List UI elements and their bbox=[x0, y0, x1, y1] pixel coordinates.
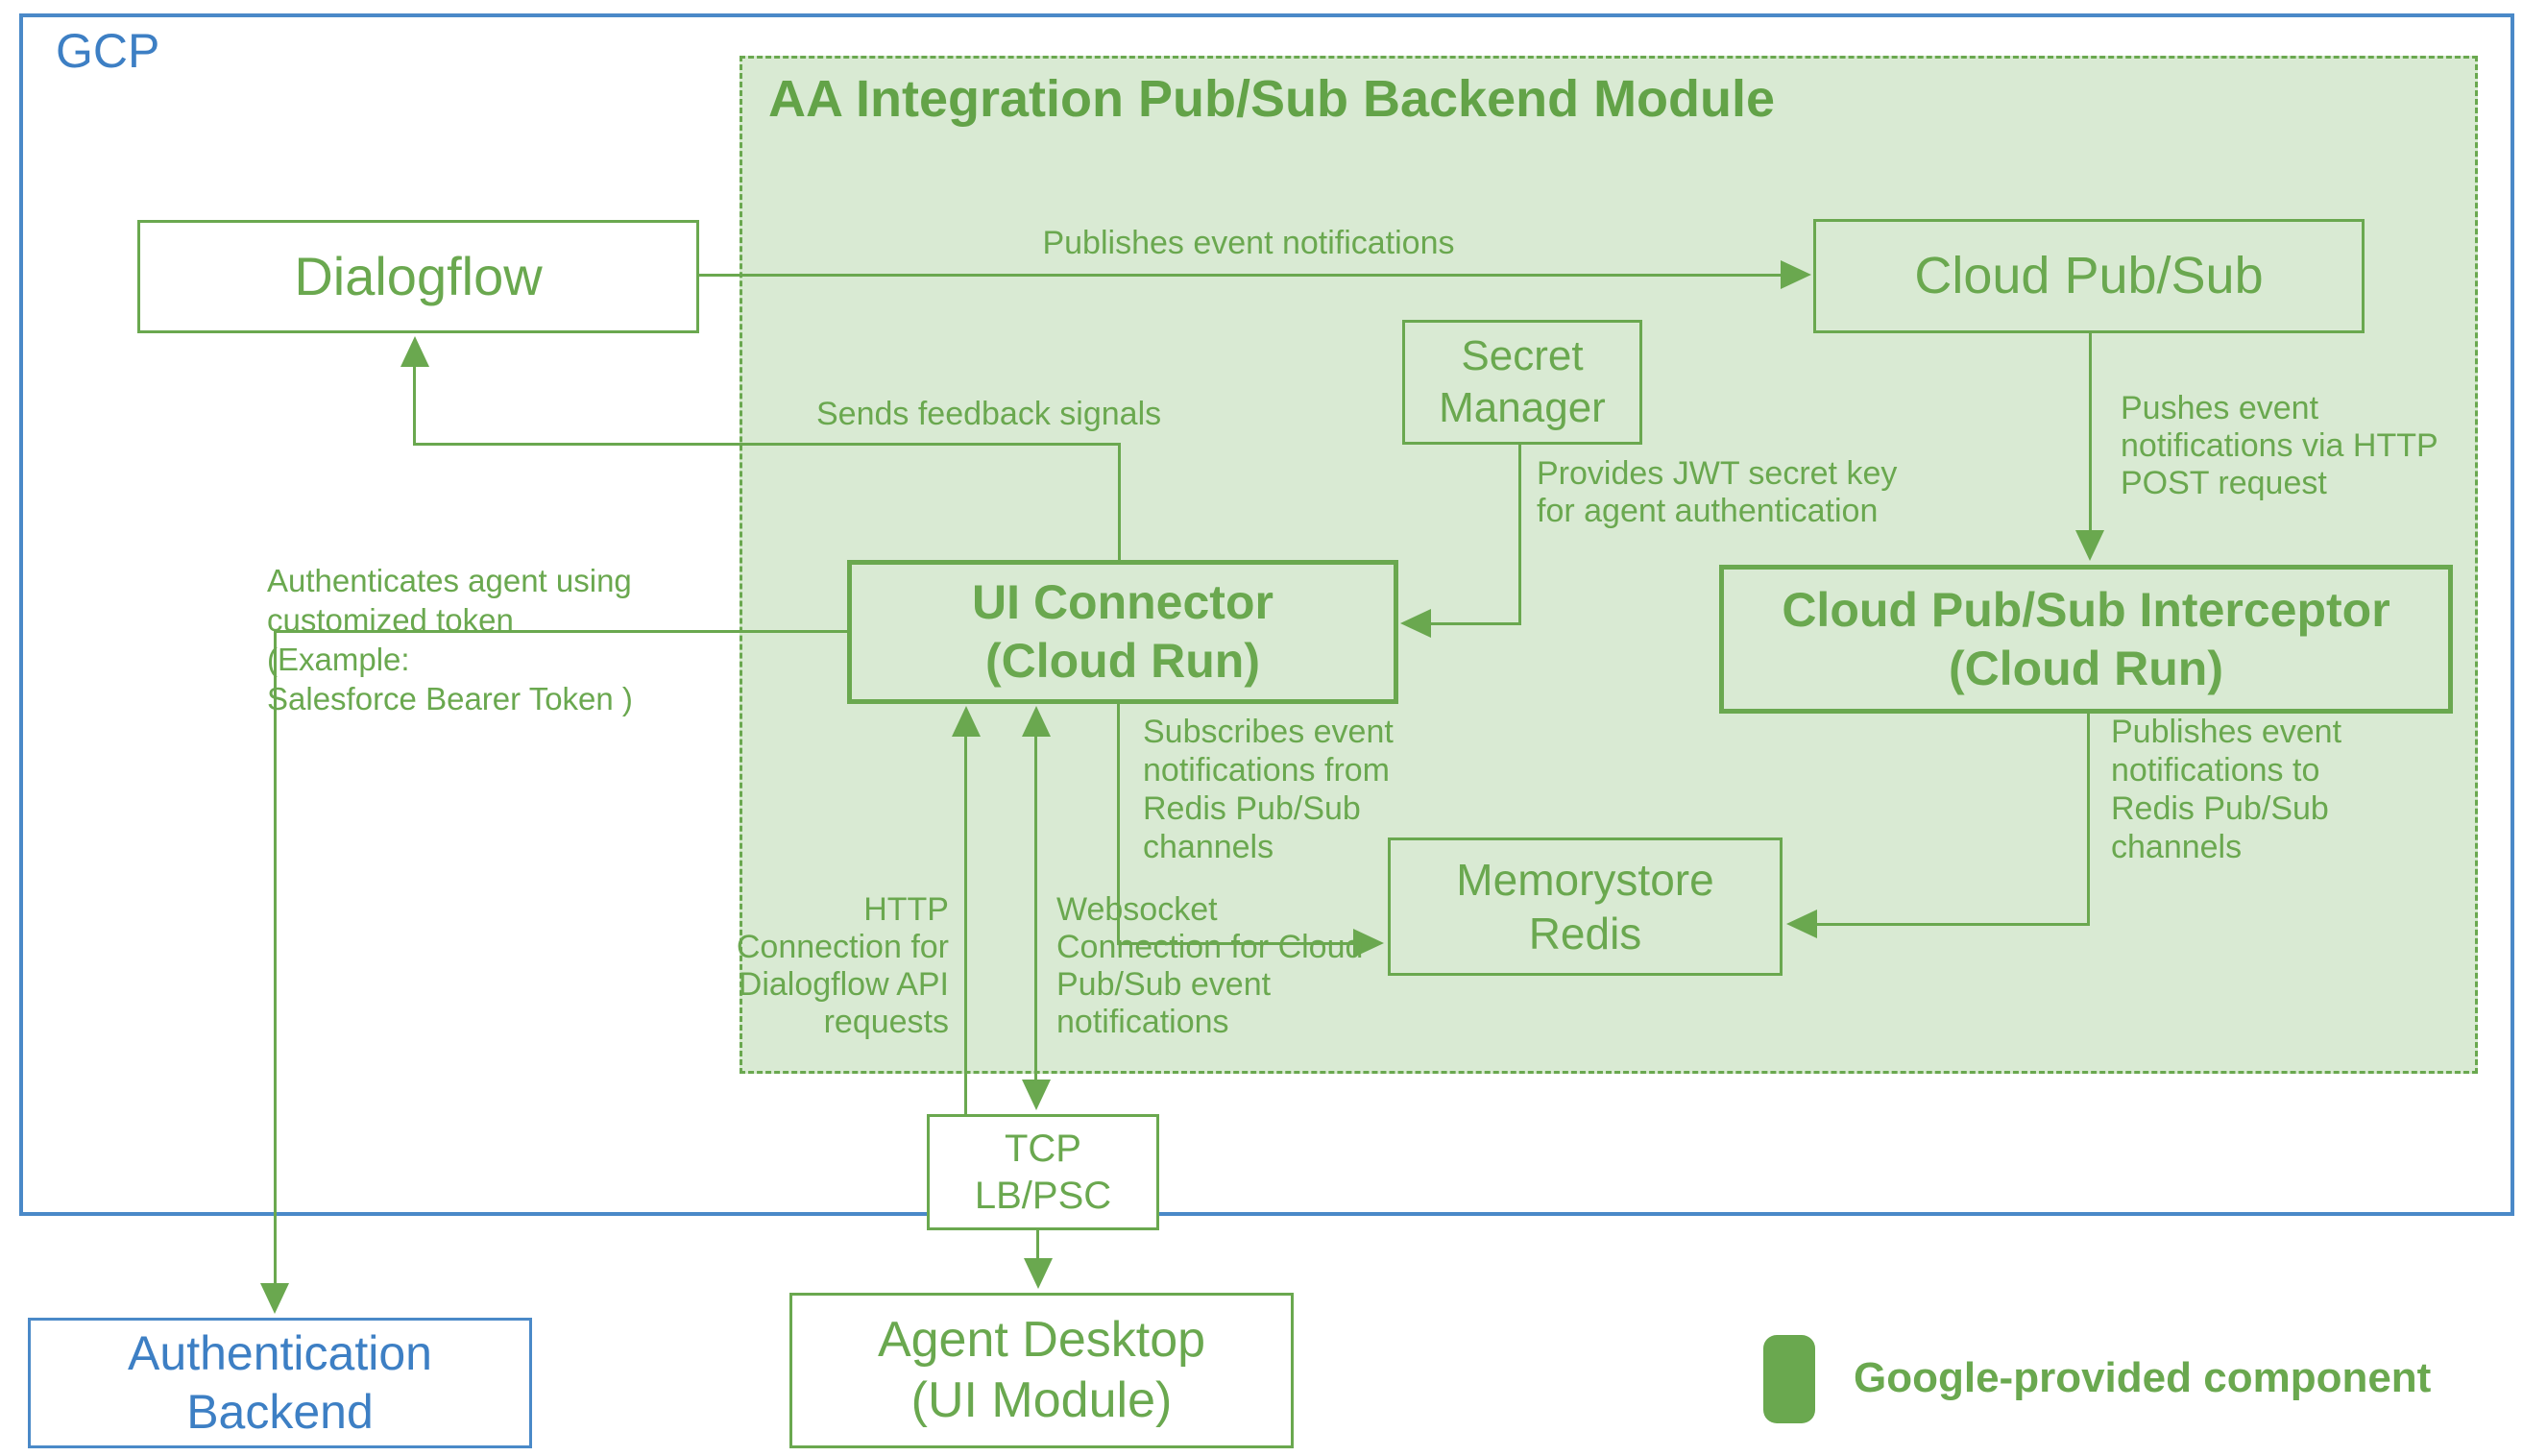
arrow-down-icon bbox=[2075, 530, 2104, 561]
arrow-left-icon bbox=[1400, 609, 1431, 638]
publishes-redis-label: Publishes event notifications to Redis P… bbox=[2111, 714, 2342, 865]
gcp-label: GCP bbox=[56, 24, 160, 78]
sends-feedback-label: Sends feedback signals bbox=[816, 396, 1162, 432]
authenticates-line-horizontal bbox=[276, 630, 847, 633]
publishes-event-label: Publishes event notifications bbox=[1042, 225, 1455, 261]
subscribes-label: Subscribes event notifications from Redi… bbox=[1143, 714, 1394, 865]
authenticates-line-vertical bbox=[274, 630, 277, 1285]
arrow-right-icon bbox=[1781, 260, 1811, 289]
node-agent-desktop: Agent Desktop (UI Module) bbox=[789, 1293, 1294, 1448]
arrow-up-icon bbox=[400, 336, 429, 367]
arrow-left-icon bbox=[1786, 910, 1817, 938]
gcp-boundary-box bbox=[19, 13, 2514, 1216]
feedback-line-vertical-left bbox=[413, 365, 416, 445]
node-dialogflow: Dialogflow bbox=[137, 220, 699, 333]
arrow-down-icon bbox=[1022, 1080, 1051, 1110]
legend-label: Google-provided component bbox=[1854, 1354, 2432, 1401]
subscribes-line-horizontal bbox=[1117, 942, 1355, 945]
http-connection-label: HTTP Connection for Dialogflow API reque… bbox=[736, 891, 949, 1040]
subscribes-line-vertical bbox=[1117, 704, 1120, 944]
node-ui-connector: UI Connector (Cloud Run) bbox=[847, 560, 1398, 704]
module-title: AA Integration Pub/Sub Backend Module bbox=[768, 70, 1776, 128]
node-cloud-pubsub-interceptor: Cloud Pub/Sub Interceptor (Cloud Run) bbox=[1719, 565, 2453, 714]
arrow-right-icon bbox=[1353, 929, 1384, 958]
authenticates-label: Authenticates agent using customized tok… bbox=[267, 563, 633, 716]
node-memorystore-redis: Memorystore Redis bbox=[1388, 837, 1783, 976]
provides-jwt-label: Provides JWT secret key for agent authen… bbox=[1537, 455, 1898, 529]
publishes-redis-line-vertical bbox=[2087, 714, 2090, 925]
arrow-up-icon bbox=[952, 706, 981, 737]
feedback-line-horizontal bbox=[413, 443, 1121, 446]
node-secret-manager: Secret Manager bbox=[1402, 320, 1642, 445]
google-provided-swatch-icon bbox=[1763, 1335, 1815, 1423]
arrow-down-icon bbox=[260, 1283, 289, 1314]
http-connection-line bbox=[964, 735, 967, 1114]
pushes-event-label: Pushes event notifications via HTTP POST… bbox=[2121, 390, 2438, 501]
arrow-down-icon bbox=[1024, 1258, 1053, 1289]
feedback-line-vertical-right bbox=[1118, 443, 1121, 560]
pushes-event-line bbox=[2089, 333, 2092, 535]
provides-jwt-line-vertical bbox=[1518, 445, 1521, 624]
websocket-connection-label: Websocket Connection for Cloud Pub/Sub e… bbox=[1056, 891, 1364, 1040]
provides-jwt-line-horizontal bbox=[1429, 622, 1521, 625]
node-cloud-pubsub: Cloud Pub/Sub bbox=[1813, 219, 2365, 333]
tcp-agent-line bbox=[1036, 1230, 1039, 1262]
node-authentication-backend: Authentication Backend bbox=[28, 1318, 532, 1448]
publishes-event-line bbox=[699, 274, 1783, 277]
publishes-redis-line-horizontal bbox=[1815, 923, 2090, 926]
node-tcp-lb-psc: TCP LB/PSC bbox=[927, 1114, 1159, 1230]
arrow-up-icon bbox=[1022, 706, 1051, 737]
websocket-connection-line bbox=[1034, 735, 1037, 1080]
